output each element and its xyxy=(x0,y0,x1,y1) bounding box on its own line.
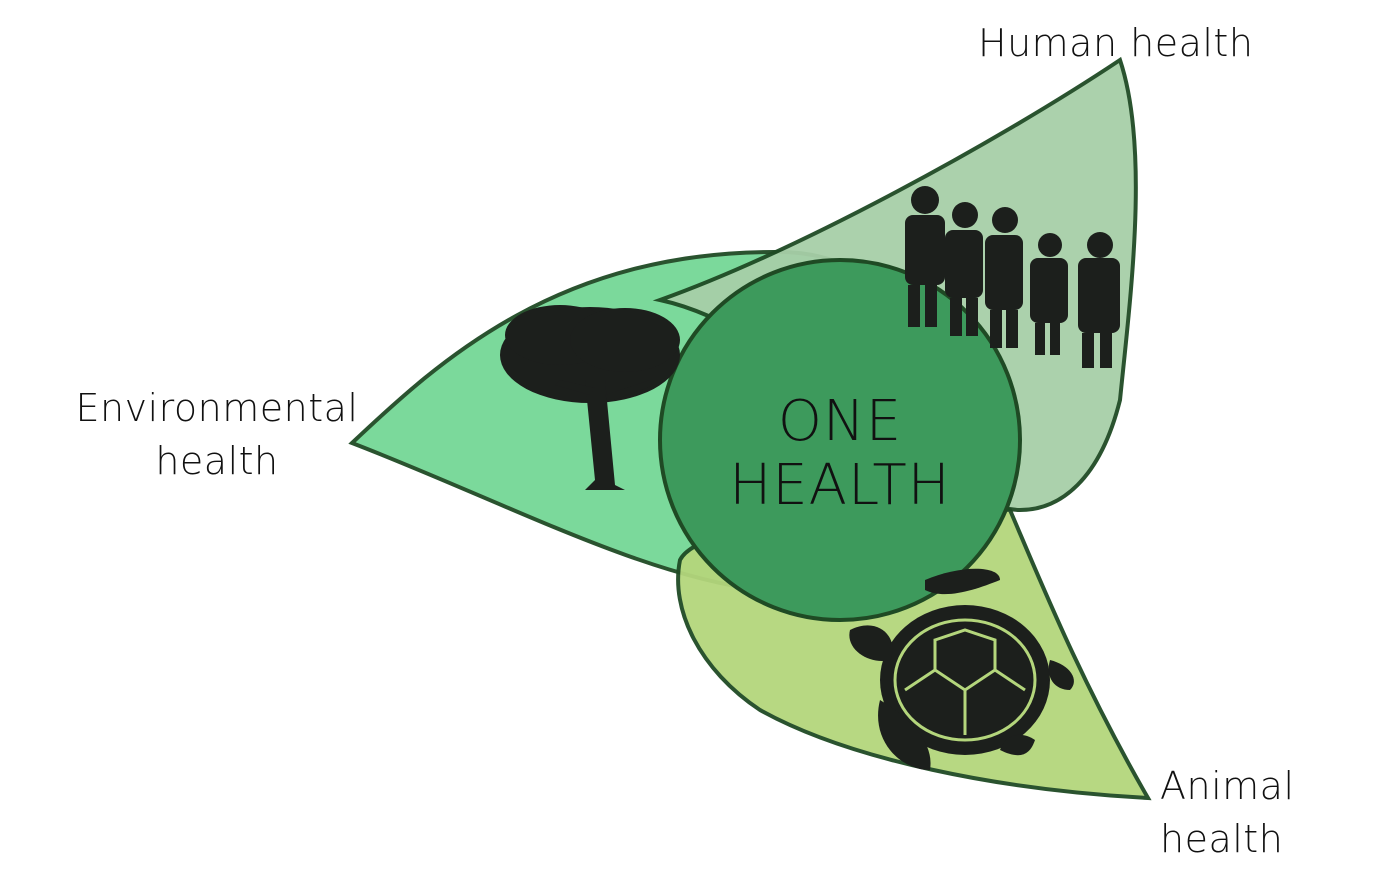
human-label-line1: Human health xyxy=(978,21,1254,65)
people-icon xyxy=(905,186,1120,368)
one-health-title: ONE HEALTH xyxy=(690,390,990,518)
human-health-label: Human health xyxy=(978,17,1253,70)
environmental-label-line2: health xyxy=(155,439,279,483)
center-title-line1: ONE xyxy=(777,389,903,454)
turtle-icon xyxy=(849,568,1074,770)
animal-health-label: Animal health xyxy=(1160,760,1295,866)
animal-label-line1: Animal xyxy=(1160,764,1295,808)
one-health-circle xyxy=(658,258,1022,622)
center-title-line2: HEALTH xyxy=(729,453,951,518)
environmental-health-label: Environmental health xyxy=(72,382,362,488)
animal-label-line2: health xyxy=(1160,817,1284,861)
environmental-label-line1: Environmental xyxy=(75,386,359,430)
tree-icon xyxy=(500,305,680,490)
